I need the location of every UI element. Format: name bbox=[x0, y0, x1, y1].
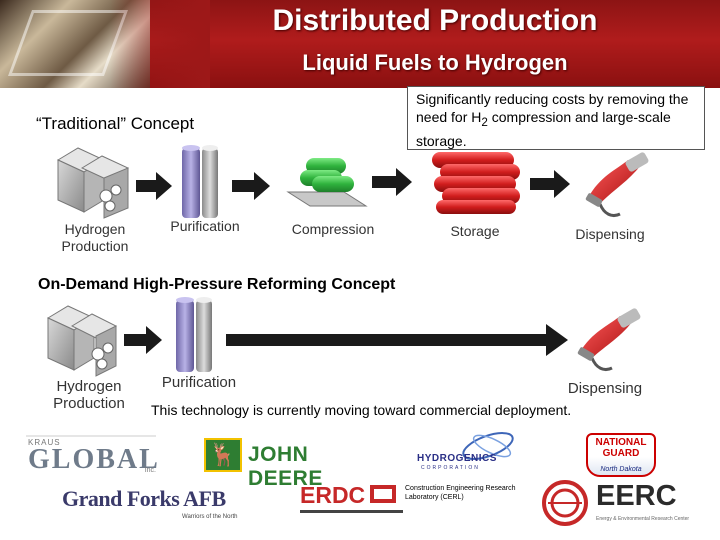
kraus-logo-inc: Inc. bbox=[144, 467, 156, 474]
stage-label-line1: Hydrogen bbox=[56, 378, 122, 395]
compression-icon bbox=[286, 158, 368, 207]
stage-label-line2: Production bbox=[53, 395, 125, 412]
eerc-logo-text: EERC bbox=[596, 480, 677, 512]
traditional-concept-heading: “Traditional” Concept bbox=[36, 114, 195, 133]
note-text-after: compression and large-scale storage. bbox=[416, 109, 671, 149]
stage-label-line1: Hydrogen bbox=[64, 221, 126, 237]
stage-label-dispensing: Dispensing bbox=[575, 226, 645, 242]
grand-forks-afb-logo: Grand Forks AFB Warriors of the North bbox=[62, 486, 252, 524]
stage-label-purification: Purification bbox=[170, 218, 240, 234]
grand-forks-logo-sub: Warriors of the North bbox=[182, 514, 238, 520]
storage-tanks-icon bbox=[432, 152, 520, 214]
stage-label-dispensing: Dispensing bbox=[567, 380, 643, 397]
dispensing-nozzle-icon bbox=[585, 152, 649, 218]
stage-label-hydrogen-production: Hydrogen Production bbox=[44, 378, 134, 412]
flow-arrow-icon bbox=[124, 326, 162, 354]
eerc-logo: EERC Energy & Environmental Research Cen… bbox=[540, 480, 696, 526]
john-deere-logo: 🦌 JOHN DEERE bbox=[204, 438, 386, 490]
cost-reduction-note: Significantly reducing costs by removing… bbox=[407, 86, 705, 150]
guard-logo-sub: North Dakota bbox=[600, 466, 642, 473]
note-text-before: Significantly reducing costs by removing… bbox=[416, 91, 689, 125]
production-unit-icon bbox=[46, 305, 118, 377]
flow-arrow-icon bbox=[232, 172, 270, 200]
hydrogenics-logo-text: HYDROGENICS bbox=[417, 453, 497, 464]
on-demand-concept-heading: On-Demand High-Pressure Reforming Concep… bbox=[38, 276, 396, 293]
long-flow-arrow-icon bbox=[226, 324, 568, 356]
deere-logo-text: JOHN DEERE bbox=[248, 443, 323, 490]
slide-title: Distributed Production bbox=[272, 4, 598, 37]
stage-label-line2: Production bbox=[61, 238, 129, 254]
purification-icon bbox=[182, 145, 218, 218]
cerl-logo-text: Construction Engineering Research Labora… bbox=[405, 485, 516, 501]
flow-arrow-icon bbox=[530, 170, 570, 198]
kraus-logo-small: KRAUS bbox=[28, 438, 61, 447]
kraus-global-logo: KRAUS GLOBAL Inc. bbox=[26, 438, 158, 475]
production-unit-icon bbox=[56, 147, 130, 219]
flow-arrow-icon bbox=[136, 172, 172, 200]
stage-label-storage: Storage bbox=[450, 223, 500, 239]
header-banner: Distributed Production Liquid Fuels to H… bbox=[0, 0, 720, 88]
purification-icon bbox=[176, 297, 212, 372]
eerc-logo-sub: Energy & Environmental Research Center bbox=[596, 516, 690, 522]
erdc-logo-text: ERDC bbox=[300, 482, 366, 508]
erdc-logo: ERDC bbox=[300, 482, 403, 518]
flow-arrow-icon bbox=[372, 168, 412, 196]
hydrogenics-logo: HYDROGENICS CORPORATION bbox=[413, 435, 523, 475]
deployment-note: This technology is currently moving towa… bbox=[151, 402, 572, 418]
hydrogenics-logo-sub: CORPORATION bbox=[421, 465, 480, 471]
slide-subtitle: Liquid Fuels to Hydrogen bbox=[302, 50, 568, 75]
deer-icon: 🦌 bbox=[204, 438, 242, 472]
grand-forks-logo-text: Grand Forks AFB bbox=[62, 486, 226, 511]
note-subscript: 2 bbox=[481, 115, 488, 129]
stage-label-purification: Purification bbox=[161, 374, 237, 391]
national-guard-logo: NATIONAL GUARD North Dakota bbox=[586, 433, 656, 477]
guard-logo-text: NATIONAL GUARD bbox=[595, 437, 647, 459]
kraus-logo-main: GLOBAL bbox=[28, 444, 160, 475]
header-fade bbox=[110, 0, 210, 88]
stage-label-hydrogen-production: Hydrogen Production bbox=[50, 221, 140, 255]
dispensing-nozzle-icon bbox=[577, 308, 641, 372]
stage-label-compression: Compression bbox=[291, 221, 375, 237]
